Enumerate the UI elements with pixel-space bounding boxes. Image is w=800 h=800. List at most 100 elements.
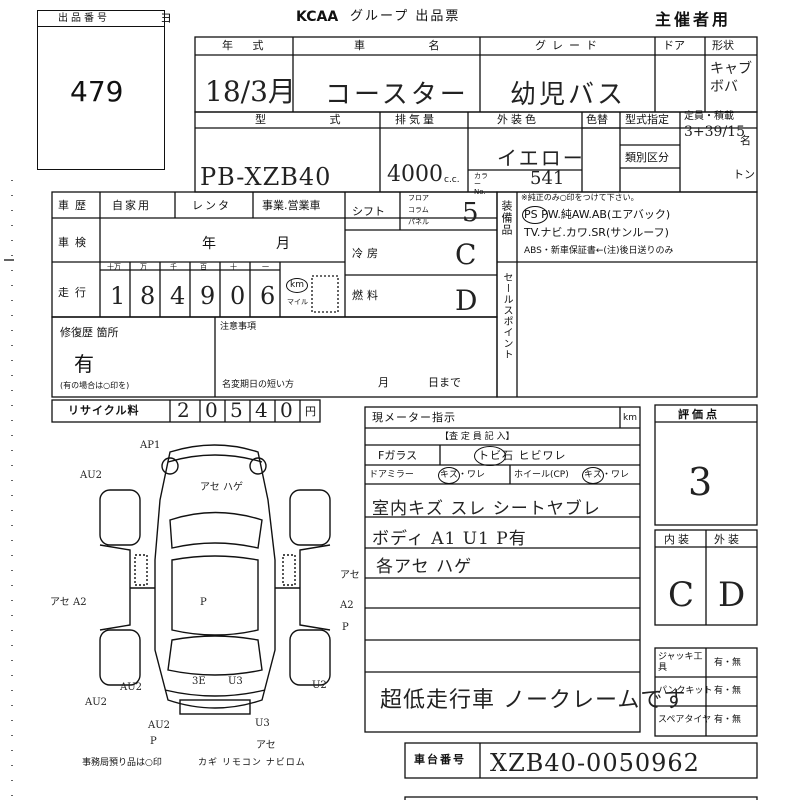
- lot-label: 出品番号: [58, 13, 110, 24]
- inspection-note-1: 室内キズ スレ シートヤブレ: [372, 499, 601, 519]
- history-label: 車歴: [58, 199, 92, 212]
- inspector-header: 【査 定 員 記 入】: [440, 432, 515, 442]
- meter-unit: km: [623, 413, 637, 423]
- recycle-digit: 0: [205, 398, 218, 422]
- grade-label: グレード: [535, 39, 603, 52]
- meter-label: 現メーター指示: [372, 411, 456, 424]
- shape-label: 形状: [712, 39, 734, 52]
- recycle-digit: 0: [280, 398, 293, 422]
- mileage-digit: 9: [200, 282, 216, 310]
- mark-p-rear: P: [150, 736, 157, 747]
- repair-label: 修復歴 箇所: [60, 326, 119, 339]
- lot-number: 479: [70, 75, 124, 108]
- notes-label: 注意事項: [220, 322, 257, 332]
- chassis-value: XZB40-0050962: [490, 749, 700, 777]
- equipment-label: 装備品: [500, 200, 513, 236]
- fuel-value: D: [455, 284, 478, 317]
- mark-3e: 3E: [192, 676, 206, 687]
- equipment-line2: TV.ナビ.カワ.SR(サンルーフ): [524, 226, 669, 239]
- mirror-label: ドアミラー: [369, 470, 414, 480]
- displacement-label: 排気量: [395, 113, 437, 126]
- jack-label: ジャッキ工具: [658, 652, 703, 673]
- year-label: 年 式: [222, 39, 272, 52]
- mileage-digit: 1: [110, 282, 126, 310]
- header-fragment: ヨ: [160, 11, 173, 25]
- category-label: 類別区分: [625, 151, 669, 164]
- inspection-month-unit: 月: [276, 236, 290, 252]
- capacity-label: 定員・積載: [684, 111, 734, 122]
- equipment-line3: ABS・新車保証書←(注)後日送りのみ: [524, 246, 674, 256]
- history-commercial: 事業.営業車: [262, 199, 321, 212]
- digit-head-100k: 十万: [107, 263, 121, 271]
- km-label: km: [286, 278, 308, 293]
- exterior-label: 外装: [714, 533, 742, 546]
- digit-head-100: 百: [200, 263, 207, 271]
- mark-au2-rear: AU2: [147, 720, 170, 731]
- year-value: 18/3月: [205, 75, 296, 108]
- color-change-label: 色替: [586, 113, 608, 126]
- mark-ap1: AP1: [139, 440, 160, 451]
- sales-point-label: セールスポイント: [501, 272, 512, 360]
- puncture-kit-label: パンクキット: [658, 686, 713, 696]
- color-value: イエロー: [497, 146, 585, 170]
- history-private: 自家用: [112, 199, 151, 212]
- shift-floor: フロア: [408, 194, 429, 202]
- inspection-note-3: 各アセ ハゲ: [376, 557, 473, 577]
- organizer-label: 主催者用: [655, 10, 732, 29]
- shift-label: シフト: [352, 205, 385, 218]
- mileage-digit: 6: [260, 282, 276, 310]
- inspection-summary: 超低走行車 ノークレームです: [380, 688, 687, 713]
- model-value: PB-XZB40: [200, 163, 332, 191]
- capacity-value: 3+39/15: [684, 124, 745, 140]
- deadline-day: 日まで: [428, 376, 461, 389]
- deadline-label: 名変期日の短い方: [222, 380, 295, 390]
- mark-au2-front: AU2: [79, 470, 102, 481]
- mile-label: マイル: [287, 298, 308, 306]
- digit-head-1k: 千: [170, 263, 177, 271]
- cc-unit: c.c.: [444, 175, 460, 185]
- inspection-note-2: ボディ A1 U1 P有: [372, 529, 527, 549]
- displacement-value: 4000: [387, 162, 443, 187]
- score-value: 3: [688, 460, 713, 504]
- chassis-label: 車台番号: [414, 753, 466, 766]
- mirror-options: キズ・ワレ: [440, 470, 486, 480]
- spare-tire-label: スペアタイヤ: [658, 715, 712, 725]
- mark-ase-rear: アセ: [256, 739, 276, 751]
- grade-value: 幼児バス: [510, 80, 627, 110]
- mileage-digit: 0: [230, 282, 246, 310]
- mark-a2-right: A2: [339, 600, 354, 611]
- mileage-label: 走行: [58, 286, 92, 299]
- interior-value: C: [668, 575, 695, 615]
- equipment-note: ※純正のみ○印をつけて下さい。: [521, 193, 639, 202]
- digit-head-1: 一: [262, 263, 269, 271]
- recycle-digit: 2: [177, 398, 190, 422]
- digit-head-10k: 万: [140, 263, 147, 271]
- mark-au2-left-rear: AU2: [84, 697, 107, 708]
- office-note: 事務局預り品は○印: [82, 758, 162, 768]
- mark-u3: U3: [228, 676, 243, 687]
- ton-unit: トン: [733, 168, 755, 181]
- lot-number-box: [37, 10, 165, 170]
- mileage-digit: 8: [140, 282, 156, 310]
- deadline-month: 月: [378, 376, 389, 389]
- model-label: 型 式: [255, 113, 371, 126]
- shift-column: コラム: [408, 206, 429, 214]
- brand-name: KCAA: [296, 9, 339, 25]
- color-label: 外装色: [497, 113, 539, 126]
- glass-label: Fガラス: [378, 449, 418, 462]
- shape-value: キャブ ボバ: [710, 61, 752, 95]
- repair-hint: (有の場合は○印を): [60, 381, 130, 390]
- sheet-title: グループ 出品票: [350, 9, 461, 24]
- ps-circle: [522, 206, 548, 224]
- glass-chip-circle: [474, 446, 506, 466]
- wheel-circle: [582, 467, 604, 484]
- recycle-label: リサイクル料: [68, 404, 140, 417]
- inspection-year-unit: 年: [202, 236, 216, 252]
- exterior-value: D: [718, 575, 746, 615]
- mark-p-roof: P: [200, 597, 207, 608]
- capacity-unit: 名: [740, 134, 751, 147]
- ac-value: C: [455, 238, 477, 271]
